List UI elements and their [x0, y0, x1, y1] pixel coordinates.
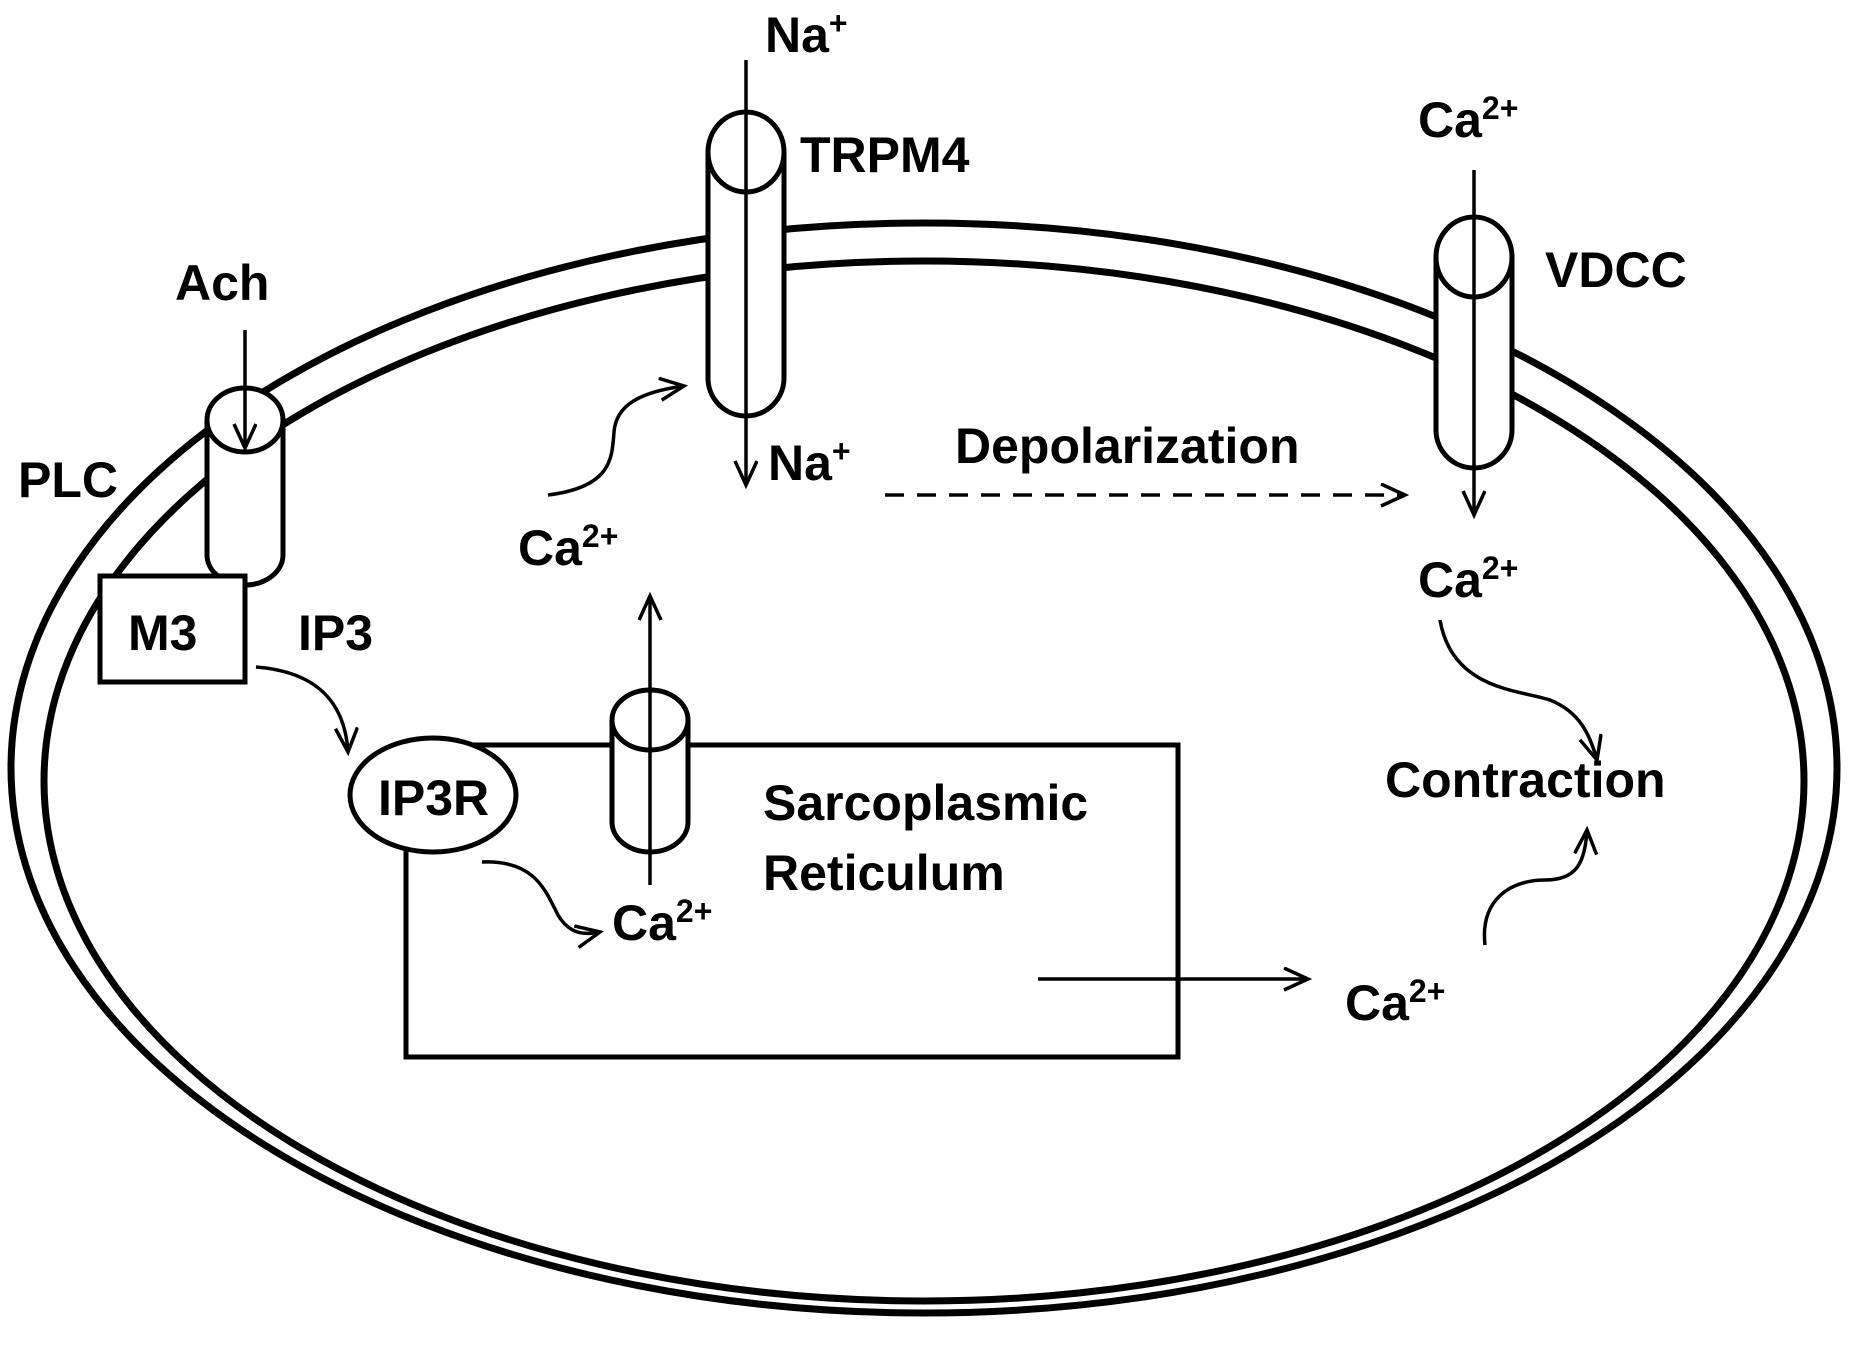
- ip3-label: IP3: [298, 605, 373, 661]
- ca-near-trpm4-label: Ca2+: [518, 518, 618, 576]
- ca-to-contraction-bottom-arrow: [1482, 830, 1587, 946]
- sr-label-line2: Reticulum: [763, 845, 1005, 901]
- ca-intracellular-vdcc-label: Ca2+: [1418, 550, 1518, 608]
- m3-box: [97, 573, 248, 685]
- plc-label: PLC: [18, 452, 118, 508]
- vdcc-channel: [1433, 214, 1515, 471]
- depolarization-label: Depolarization: [955, 418, 1299, 474]
- ca-to-contraction-top-arrow: [1438, 619, 1597, 760]
- contraction-label: Contraction: [1385, 752, 1666, 808]
- vdcc-label: VDCC: [1545, 242, 1687, 298]
- cell-membrane-outer: [7, 219, 1841, 1317]
- sr-label-line1: Sarcoplasmic: [763, 775, 1088, 831]
- ach-label: Ach: [175, 255, 269, 311]
- ip3-to-ip3r-arrow: [255, 665, 348, 752]
- na-intracellular-label: Na+: [768, 433, 851, 491]
- ip3r-ellipse: [347, 735, 519, 855]
- ca-to-trpm4-arrow: [547, 386, 684, 497]
- ca-ip3r-release-label: Ca2+: [612, 893, 712, 951]
- ip3r-to-ca-arrow: [481, 860, 600, 934]
- trpm4-label: TRPM4: [800, 127, 970, 183]
- ca-extracellular-vdcc-label: Ca2+: [1418, 90, 1518, 148]
- ip3r-label: IP3R: [378, 770, 489, 826]
- m3-label: M3: [128, 605, 197, 661]
- cell-membrane-inner: [40, 257, 1808, 1305]
- na-extracellular-label: Na+: [765, 5, 848, 63]
- ca-sr-efflux-label: Ca2+: [1345, 973, 1445, 1031]
- sarcoplasmic-reticulum: [403, 742, 1181, 1060]
